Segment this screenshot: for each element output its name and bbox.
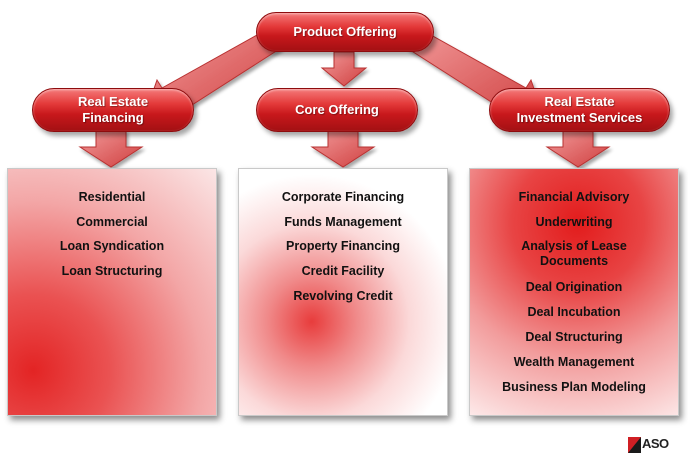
list-item: Property Financing	[286, 239, 400, 253]
column-core-offering: Corporate Financing Funds Management Pro…	[238, 168, 448, 416]
list-item: Deal Incubation	[527, 305, 621, 319]
down-arrow-icon	[310, 129, 376, 168]
logo-text: ASO	[642, 436, 669, 451]
node-real-estate-investment-services: Real Estate Investment Services	[489, 88, 670, 132]
logo-mark-icon	[628, 437, 641, 453]
list-item: Business Plan Modeling	[502, 380, 646, 394]
node-real-estate-financing: Real Estate Financing	[32, 88, 194, 132]
column-real-estate-financing: Residential Commercial Loan Syndication …	[7, 168, 217, 416]
node-core-offering: Core Offering	[256, 88, 418, 132]
list-item: Analysis of Lease Documents	[521, 239, 627, 268]
node-label: Real Estate Financing	[77, 94, 149, 125]
list-item: Commercial	[76, 215, 148, 229]
node-product-offering: Product Offering	[256, 12, 434, 52]
list-item: Wealth Management	[513, 355, 635, 369]
list-item: Loan Structuring	[61, 264, 163, 278]
down-arrow-icon	[320, 51, 368, 87]
down-arrow-icon	[545, 129, 611, 168]
list-item: Corporate Financing	[281, 190, 405, 204]
list-item: Revolving Credit	[293, 289, 393, 303]
node-label: Product Offering	[293, 24, 397, 39]
list-item: Deal Origination	[525, 280, 623, 294]
aso-logo: ASO	[628, 436, 680, 457]
node-label: Core Offering	[295, 102, 379, 117]
list-item: Credit Facility	[301, 264, 385, 278]
column-real-estate-investment-services: Financial Advisory Underwriting Analysis…	[469, 168, 679, 416]
list-item: Deal Structuring	[525, 330, 623, 344]
down-arrow-icon	[78, 129, 144, 168]
list-item: Financial Advisory	[518, 190, 630, 204]
node-label: Real Estate Investment Services	[516, 94, 643, 125]
list-item: Underwriting	[535, 215, 613, 229]
list-item: Residential	[78, 190, 146, 204]
list-item: Loan Syndication	[59, 239, 165, 253]
list-item: Funds Management	[284, 215, 402, 229]
